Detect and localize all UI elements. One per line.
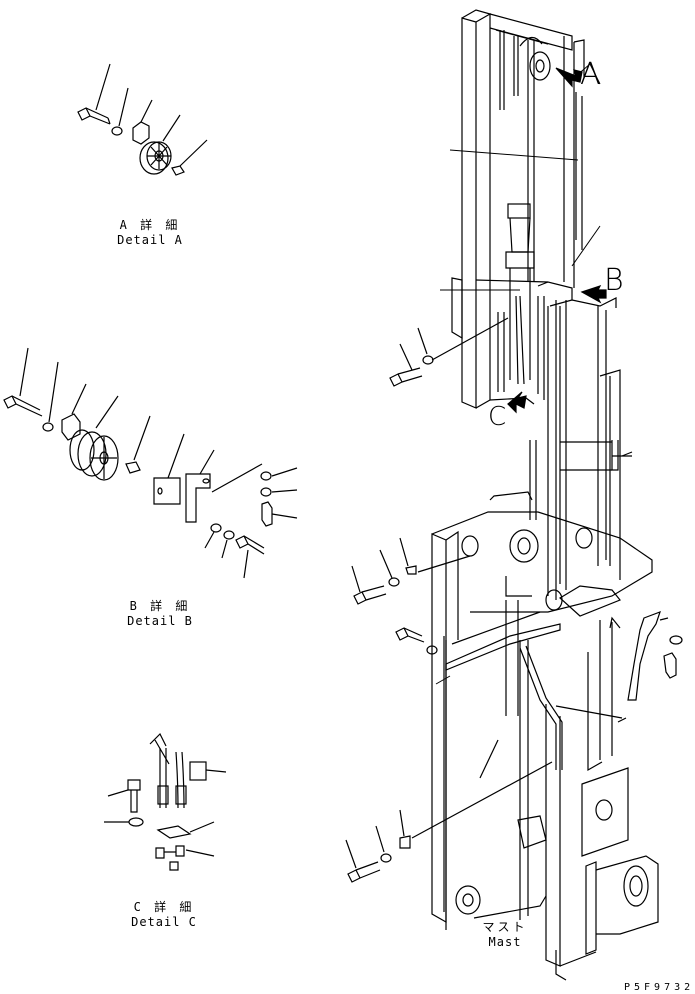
detail-b-bolt <box>3 347 43 417</box>
detail-b-title-en: Detail B <box>127 614 193 628</box>
callout-letter-b: B <box>604 263 624 298</box>
detail-c-title-jp: C 詳 細 <box>133 900 195 914</box>
outer-mast-left-channel <box>431 277 463 924</box>
detail-c-caption: C 詳 細 Detail C <box>124 900 204 930</box>
bottom-roller <box>455 885 481 915</box>
detail-a-bolt <box>77 63 111 125</box>
outer-mast-right-channel <box>599 369 632 580</box>
detail-c-washer <box>128 817 144 827</box>
mast-assembly <box>345 9 683 981</box>
detail-a-title-en: Detail A <box>117 233 183 247</box>
mast-caption: マスト Mast <box>470 920 540 950</box>
detail-c-parts <box>104 732 227 871</box>
detail-b-washer <box>42 422 54 432</box>
detail-c-clamp <box>155 821 215 871</box>
detail-a-caption: A 詳 細 Detail A <box>110 218 190 248</box>
mast-title-en: Mast <box>488 935 522 949</box>
callout-arrow-c <box>507 391 527 414</box>
detail-a-parts <box>77 63 208 176</box>
detail-b-plate-left <box>153 433 185 505</box>
mast-title-jp: マスト <box>482 920 528 934</box>
mast-crossmember <box>431 491 653 716</box>
detail-b-caption: B 詳 細 Detail B <box>120 599 200 629</box>
callout-letter-a: A <box>580 57 601 92</box>
lift-cylinder <box>497 203 535 392</box>
detail-c-section-arrow <box>149 732 170 765</box>
chain-sheave-a <box>529 51 551 81</box>
side-roller <box>509 529 539 563</box>
detail-a-title-jp: A 詳 細 <box>119 218 181 232</box>
detail-a-bracket <box>132 99 153 145</box>
detail-c-hydraulic-hoses <box>157 748 227 809</box>
detail-b-spacer <box>61 383 87 441</box>
drawing-code: P5F9732 <box>624 982 695 993</box>
detail-a-sheave <box>139 114 181 175</box>
detail-b-title-jp: B 詳 細 <box>129 599 191 613</box>
hydraulic-hose-route <box>445 611 563 770</box>
callout-arrow-b <box>580 284 607 304</box>
detail-b-collar <box>125 415 151 474</box>
callout-arrow-a <box>555 67 583 88</box>
detail-c-title-en: Detail C <box>131 915 197 929</box>
detail-c-bolt <box>107 779 141 813</box>
inner-mast-left-channel <box>461 9 491 409</box>
mast-fasteners <box>345 317 553 883</box>
detail-b-plate-right <box>185 449 215 523</box>
right-side-bracket <box>627 610 683 701</box>
middle-mast-section <box>475 279 619 600</box>
detail-a-washer <box>111 126 123 136</box>
detail-b-double-sheave <box>69 395 119 481</box>
callout-letter-c: C <box>488 402 507 432</box>
tilt-bushing <box>623 865 649 907</box>
outer-mast-lower <box>445 616 659 981</box>
detail-a-collar <box>171 139 208 176</box>
mast-crosshead-top <box>489 13 573 282</box>
detail-b-parts <box>3 347 298 579</box>
